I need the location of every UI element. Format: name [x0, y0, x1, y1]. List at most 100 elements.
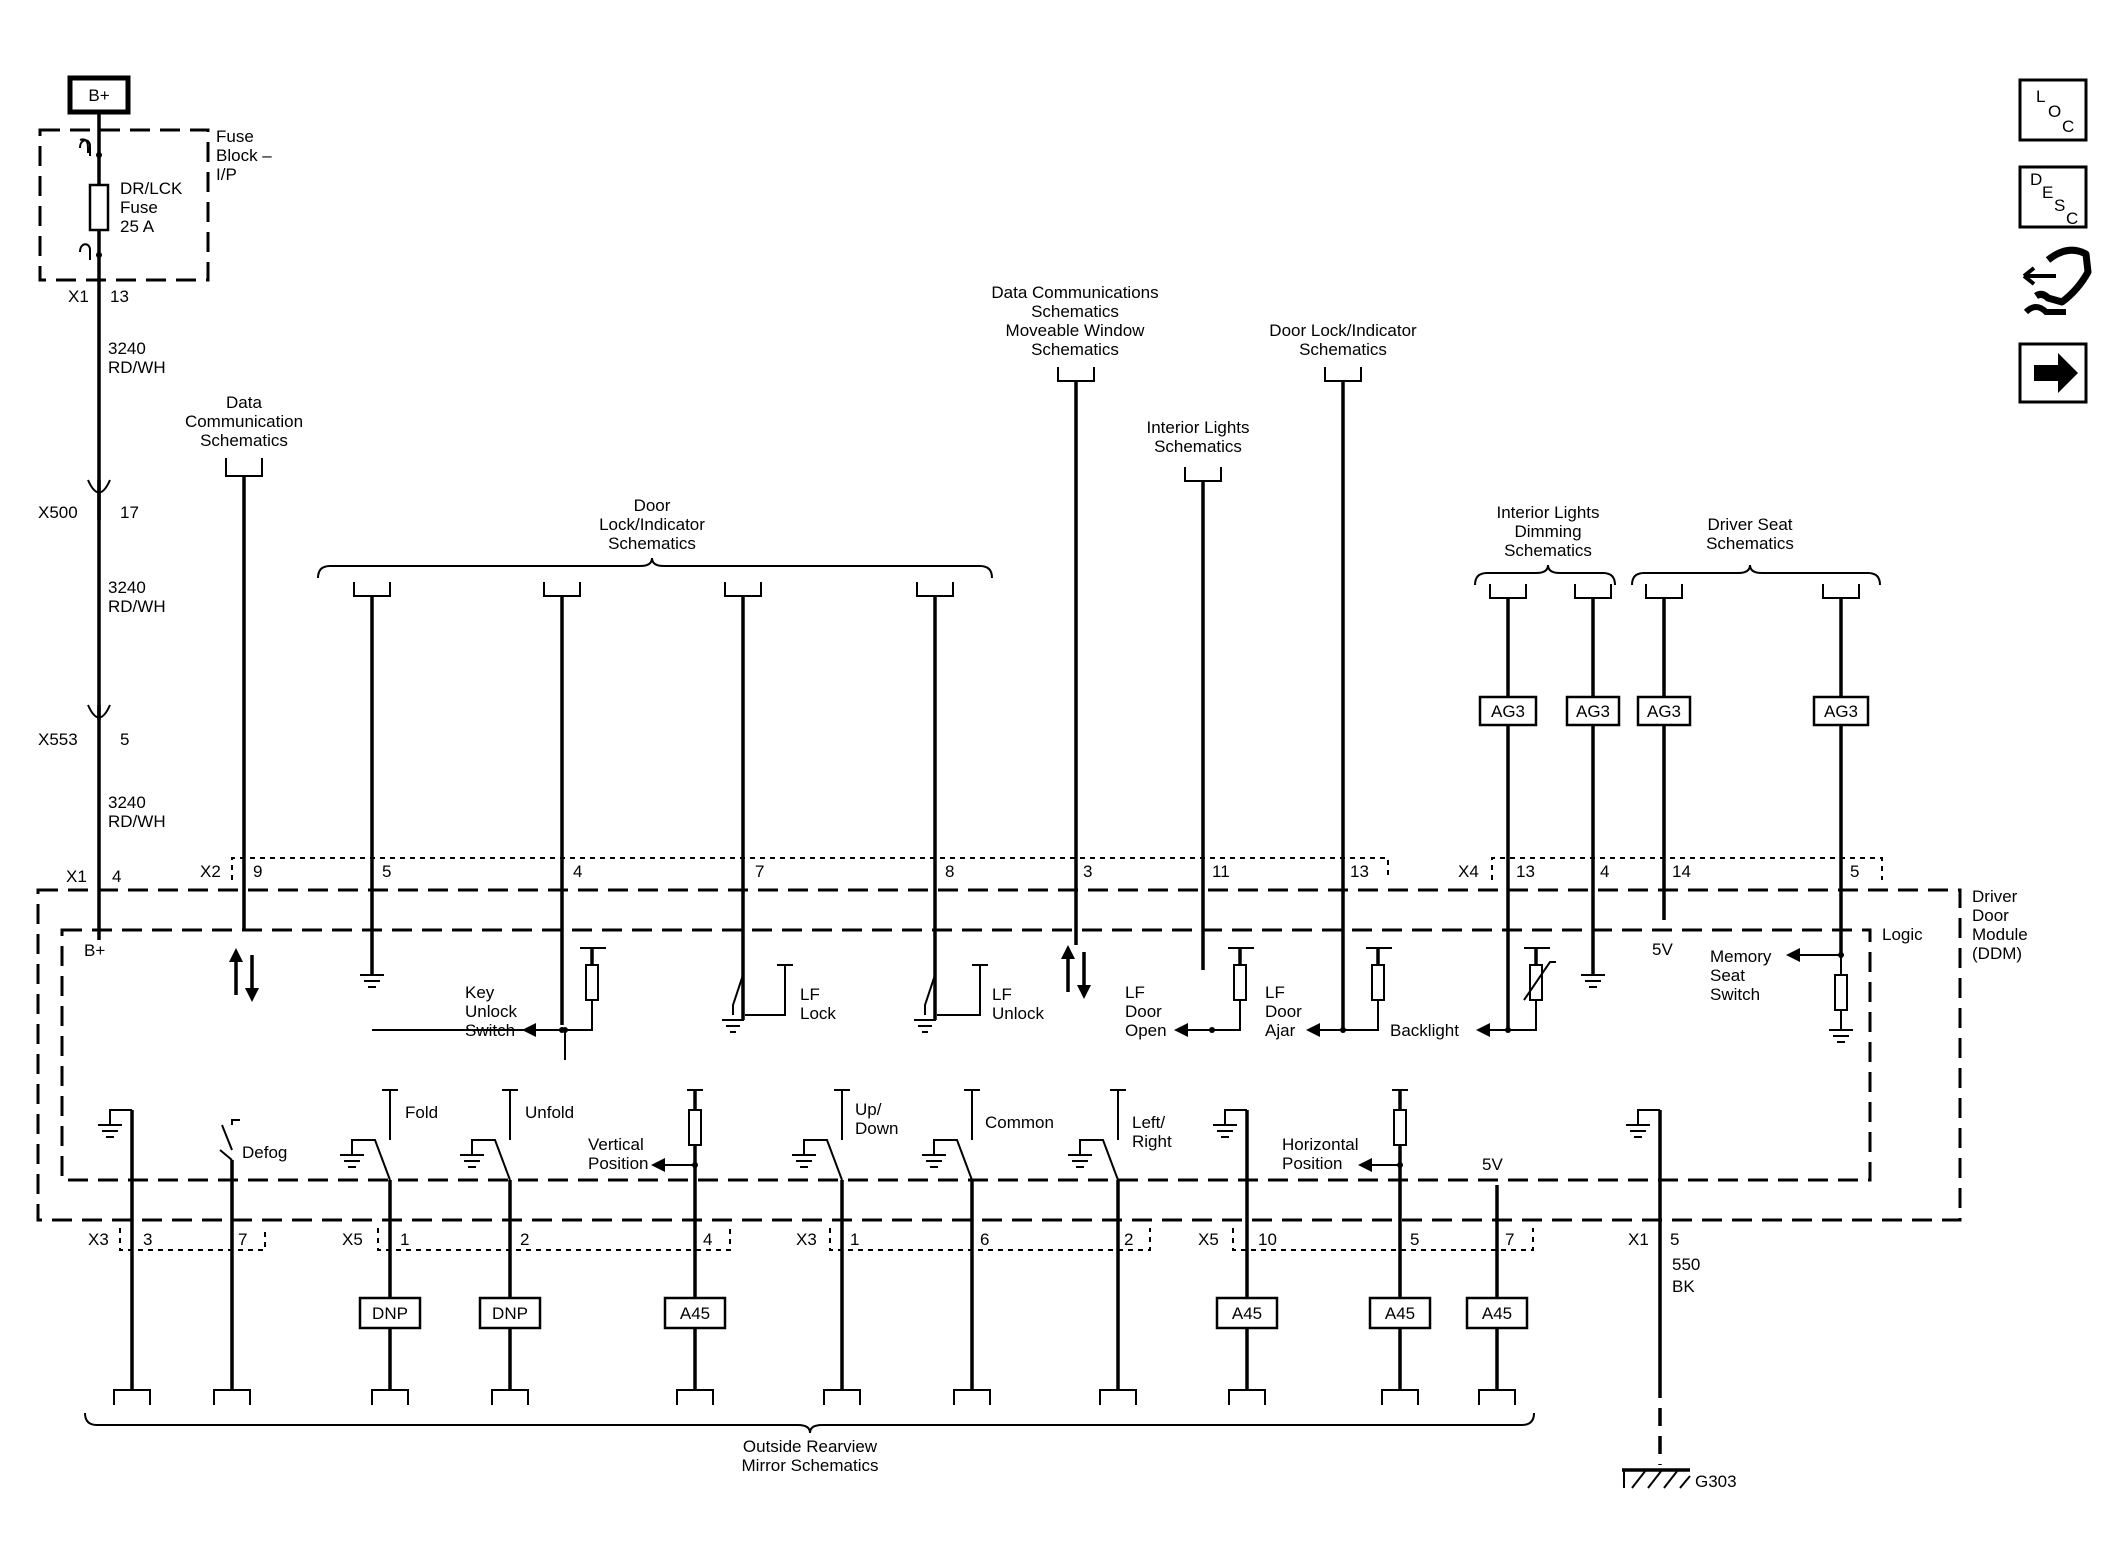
- ground-color: BK: [1672, 1277, 1695, 1296]
- svg-text:LF: LF: [800, 985, 820, 1004]
- svg-text:L: L: [2036, 87, 2045, 106]
- svg-text:Schematics: Schematics: [1031, 340, 1119, 359]
- svg-text:Mirror Schematics: Mirror Schematics: [742, 1456, 879, 1475]
- svg-text:Data: Data: [226, 393, 262, 412]
- x5b-pin-7: 7: [1505, 1230, 1514, 1249]
- svg-text:Door: Door: [1125, 1002, 1162, 1021]
- svg-text:Schematics: Schematics: [1299, 340, 1387, 359]
- loc-button[interactable]: L O C: [2018, 78, 2088, 142]
- svg-text:Right: Right: [1132, 1132, 1172, 1151]
- svg-text:AG3: AG3: [1647, 702, 1681, 721]
- x3a-pin-7: 7: [238, 1230, 247, 1249]
- battery-source: B+: [67, 75, 131, 115]
- backlight-label: Backlight: [1390, 1021, 1459, 1040]
- fuse-symbol: [88, 183, 110, 232]
- ref-driver-seat[interactable]: Driver Seat Schematics: [1706, 515, 1794, 553]
- defog-label: Defog: [242, 1143, 287, 1162]
- fuse-block-label: Fuse Block – I/P: [216, 127, 272, 184]
- svg-text:Vertical: Vertical: [588, 1135, 644, 1154]
- ag3-option-3: AG3: [1636, 695, 1692, 727]
- memory-seat-circuit: [1786, 948, 1853, 1043]
- svg-text:A45: A45: [680, 1304, 710, 1323]
- connector-x2: [231, 857, 1389, 880]
- svg-text:Schematics: Schematics: [1706, 534, 1794, 553]
- ref-interior-dimming[interactable]: Interior Lights Dimming Schematics: [1497, 503, 1600, 560]
- ref-data-communication[interactable]: Data Communication Schematics: [185, 393, 303, 450]
- unfold-label: Unfold: [525, 1103, 574, 1122]
- conn-x5b-label: X5: [1198, 1230, 1219, 1249]
- svg-text:Door: Door: [1972, 906, 2009, 925]
- svg-text:Door: Door: [1265, 1002, 1302, 1021]
- brace-driver-seat: [1631, 564, 1881, 586]
- ag3-option-4: AG3: [1812, 695, 1870, 727]
- x4-pin-14: 14: [1672, 862, 1691, 881]
- svg-text:Down: Down: [855, 1119, 898, 1138]
- x2-pin-11: 11: [1212, 862, 1230, 881]
- conn-x3a-label: X3: [88, 1230, 109, 1249]
- top-wires: [225, 367, 1860, 1030]
- connector-x5-b: [1232, 1228, 1534, 1251]
- svg-text:Switch: Switch: [1710, 985, 1760, 1004]
- svg-text:Schematics: Schematics: [1504, 541, 1592, 560]
- svg-text:Open: Open: [1125, 1021, 1167, 1040]
- connector-end-view-button[interactable]: [2022, 246, 2092, 315]
- svg-text:Schematics: Schematics: [1031, 302, 1119, 321]
- x3a-pin-3: 3: [143, 1230, 152, 1249]
- horizontal-position-label: Horizontal Position: [1282, 1135, 1359, 1173]
- svg-text:Position: Position: [1282, 1154, 1342, 1173]
- svg-text:AG3: AG3: [1824, 702, 1858, 721]
- ref-interior-lights[interactable]: Interior Lights Schematics: [1147, 418, 1250, 456]
- a45-option-1: A45: [663, 1296, 727, 1330]
- dnp-option-1: DNP: [358, 1296, 422, 1330]
- v5-top-label: 5V: [1652, 940, 1673, 959]
- a45-option-2: A45: [1215, 1296, 1279, 1330]
- ref-door-lock-group[interactable]: Door Lock/Indicator Schematics: [599, 496, 705, 553]
- lf-door-open-circuit: [1174, 947, 1254, 1037]
- ag3-option-2: AG3: [1565, 695, 1621, 727]
- x4-pin-13: 13: [1516, 862, 1535, 881]
- fold-label: Fold: [405, 1103, 438, 1122]
- brace-door-lock: [317, 557, 993, 579]
- svg-text:Memory: Memory: [1710, 947, 1772, 966]
- svg-text:Fuse: Fuse: [216, 127, 254, 146]
- ddm-module-outline: [36, 888, 1962, 1222]
- svg-text:Schematics: Schematics: [608, 534, 696, 553]
- common-label: Common: [985, 1113, 1054, 1132]
- wire-circuit-3: 3240: [108, 793, 146, 812]
- wire-circuit-2: 3240: [108, 578, 146, 597]
- svg-text:Horizontal: Horizontal: [1282, 1135, 1359, 1154]
- conn-x1-module-label: X1: [66, 867, 87, 886]
- brace-mirror: [84, 1412, 1535, 1434]
- x1-pin-5: 5: [1670, 1230, 1679, 1249]
- svg-text:Left/: Left/: [1132, 1113, 1165, 1132]
- svg-text:Interior Lights: Interior Lights: [1147, 418, 1250, 437]
- desc-button[interactable]: D E S C: [2018, 165, 2088, 229]
- svg-text:25 A: 25 A: [120, 217, 155, 236]
- svg-text:Lock: Lock: [800, 1004, 836, 1023]
- x2-pin-13: 13: [1350, 862, 1369, 881]
- svg-text:DR/LCK: DR/LCK: [120, 179, 183, 198]
- next-page-button[interactable]: [2018, 342, 2088, 404]
- x2-pin-4: 4: [573, 862, 582, 881]
- svg-text:Driver: Driver: [1972, 887, 2018, 906]
- conn-x500-label: X500: [38, 503, 78, 522]
- fuse-label: DR/LCK Fuse 25 A: [120, 179, 183, 236]
- conn-x1-label: X1: [68, 287, 89, 306]
- lf-unlock-switch: [914, 964, 988, 1033]
- lf-lock-label: LF Lock: [800, 985, 836, 1023]
- key-unlock-circuit: [372, 947, 606, 1060]
- ref-door-lock-indicator[interactable]: Door Lock/Indicator Schematics: [1269, 321, 1417, 359]
- ref-outside-mirror[interactable]: Outside Rearview Mirror Schematics: [742, 1437, 879, 1475]
- ground-symbol-pin5: [360, 974, 384, 988]
- ref-data-window[interactable]: Data Communications Schematics Moveable …: [991, 283, 1158, 359]
- left-right-label: Left/ Right: [1132, 1113, 1172, 1151]
- connector-x3-b: [829, 1228, 1151, 1251]
- svg-text:Block –: Block –: [216, 146, 272, 165]
- svg-text:DNP: DNP: [372, 1304, 408, 1323]
- dnp-option-2: DNP: [478, 1296, 542, 1330]
- x3b-pin-1: 1: [850, 1230, 859, 1249]
- svg-text:Schematics: Schematics: [1154, 437, 1242, 456]
- conn-x1-pin: 13: [110, 287, 129, 306]
- svg-text:Position: Position: [588, 1154, 648, 1173]
- svg-text:Outside Rearview: Outside Rearview: [743, 1437, 878, 1456]
